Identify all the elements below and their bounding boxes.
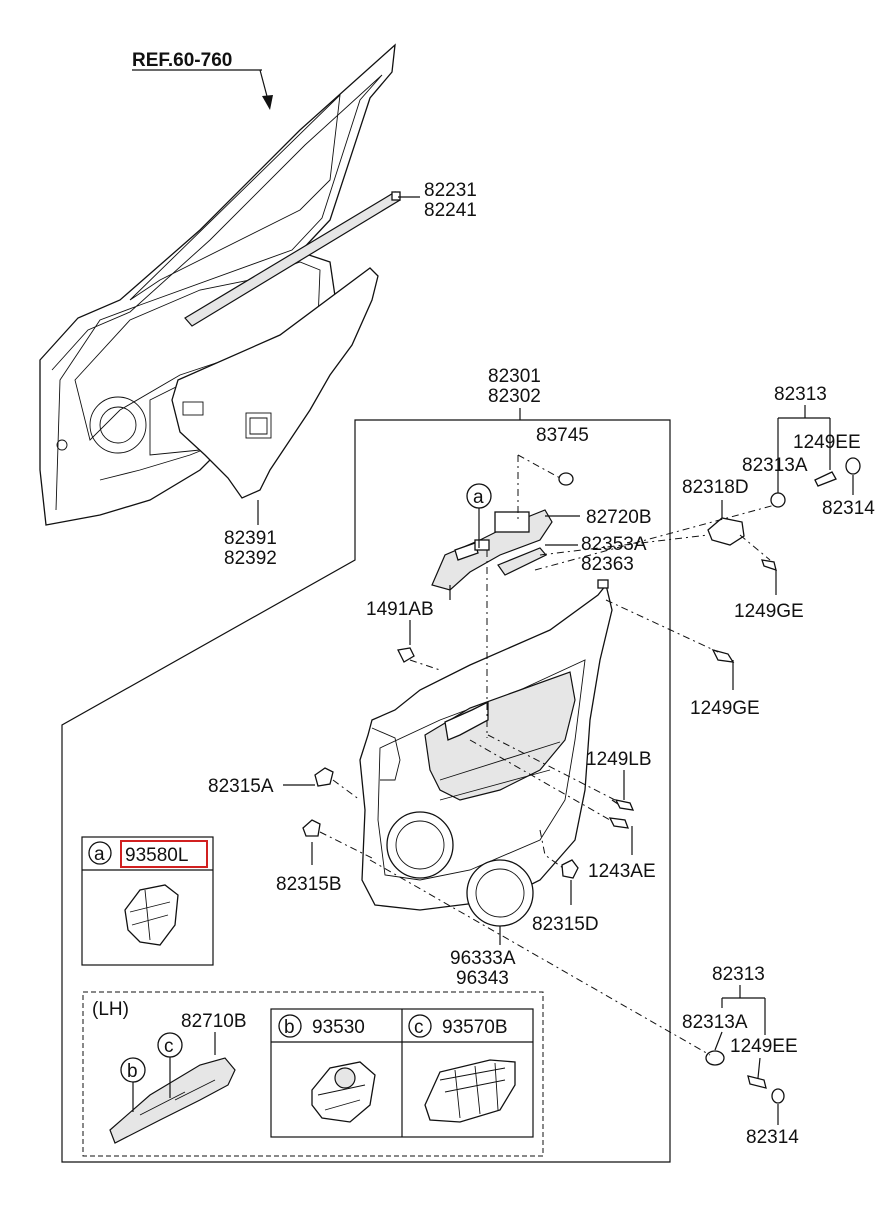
detail-a-part: 93580L — [125, 845, 188, 866]
label-1249GE-b: 1249GE — [690, 698, 760, 719]
label-82314-bottom: 82314 — [746, 1127, 799, 1148]
label-82318D: 82318D — [682, 477, 749, 498]
switch-drawing — [497, 547, 547, 576]
label-82720B: 82720B — [586, 507, 652, 528]
callout-labels: 82231 82241 82391 82392 82301 82302 8374… — [208, 180, 875, 1148]
highlight-93580L — [120, 840, 208, 868]
label-1491AB: 1491AB — [366, 599, 434, 620]
label-82302: 82302 — [488, 386, 541, 407]
label-82315A: 82315A — [208, 776, 274, 797]
label-82313-top: 82313 — [774, 384, 827, 405]
label-82314-top: 82314 — [822, 498, 875, 519]
sub-c-letter: c — [414, 1017, 424, 1038]
label-82301: 82301 — [488, 366, 541, 387]
label-82353A: 82353A — [581, 534, 647, 555]
sub-b-letter: b — [284, 1017, 295, 1038]
watershield-drawing — [171, 267, 379, 499]
label-82315D: 82315D — [532, 914, 599, 935]
label-96333A: 96333A — [450, 948, 516, 969]
belt-strip-drawing — [184, 191, 401, 327]
label-82313A-top: 82313A — [742, 455, 808, 476]
label-1249GE-a: 1249GE — [734, 601, 804, 622]
label-1249LB: 1249LB — [586, 749, 652, 770]
panel-letter-a: a — [473, 487, 484, 508]
label-82313-bottom: 82313 — [712, 964, 765, 985]
label-82315B: 82315B — [276, 874, 342, 895]
lh-title: (LH) — [92, 999, 129, 1020]
door-trim-panel-drawing — [359, 579, 613, 911]
fastener-drawings — [302, 457, 861, 1104]
label-82241: 82241 — [424, 200, 477, 221]
lh-options-box: (LH) 82710B b c b 93530 c 93570B — [82, 991, 544, 1157]
label-82392: 82392 — [224, 548, 277, 569]
sub-b-part: 93530 — [312, 1017, 365, 1038]
label-82391: 82391 — [224, 528, 277, 549]
label-82313A-bottom: 82313A — [682, 1012, 748, 1033]
label-82710B: 82710B — [181, 1011, 247, 1032]
label-82363: 82363 — [581, 554, 634, 575]
trim-assembly-outline — [61, 419, 671, 1163]
lh-letter-c: c — [164, 1036, 174, 1057]
label-96343: 96343 — [456, 968, 509, 989]
label-1249EE-bottom: 1249EE — [730, 1036, 798, 1057]
label-1243AE: 1243AE — [588, 861, 656, 882]
label-1249EE-top: 1249EE — [793, 432, 861, 453]
lh-letter-b: b — [127, 1061, 138, 1082]
detail-a-box: a 93580L — [81, 836, 214, 966]
switch-bezel-drawing — [431, 509, 553, 600]
detail-a-letter: a — [94, 844, 105, 865]
ref-label: REF.60-760 — [132, 50, 232, 71]
label-82231: 82231 — [424, 180, 477, 201]
sub-c-part: 93570B — [442, 1017, 508, 1038]
label-83745: 83745 — [536, 425, 589, 446]
